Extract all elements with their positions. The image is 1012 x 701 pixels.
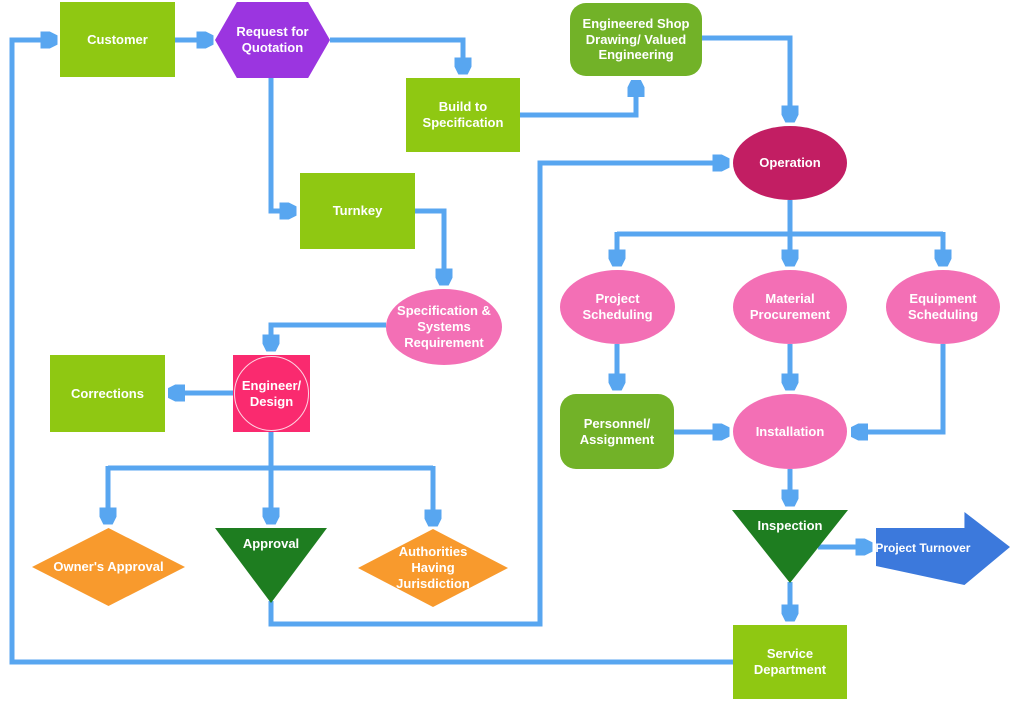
request-for-quotation-label: Request for Quotation <box>236 24 309 55</box>
spec-systems-label: Specification & Systems Requirement <box>397 303 491 350</box>
equipment-scheduling-shape <box>886 270 1000 344</box>
request-for-quotation-shape <box>215 2 330 78</box>
node-project-scheduling: Project Scheduling <box>560 270 675 344</box>
operation-label: Operation <box>759 155 821 171</box>
project-turnover-label: Project Turnover <box>875 541 971 556</box>
node-request-for-quotation: Request for Quotation <box>215 2 330 78</box>
node-personnel-assignment: Personnel/ Assignment <box>560 394 674 469</box>
engineered-shop-label: Engineered Shop Drawing/ Valued Engineer… <box>582 15 690 63</box>
owners-approval-label: Owner's Approval <box>53 559 164 575</box>
node-engineer-design: Engineer/ Design <box>233 355 310 432</box>
node-inspection: Inspection <box>732 510 848 583</box>
connector-build-to-engineered <box>520 84 636 118</box>
node-corrections: Corrections <box>50 355 165 432</box>
turnkey-shape <box>300 173 415 249</box>
connector-service-to-customer <box>9 40 733 665</box>
spec-systems-shape <box>386 289 502 365</box>
customer-shape <box>60 2 175 77</box>
node-installation: Installation <box>733 394 847 469</box>
node-approval: Approval <box>215 528 327 603</box>
node-project-turnover: Project Turnover <box>875 512 1010 585</box>
node-service-department: Service Department <box>733 625 847 699</box>
node-turnkey: Turnkey <box>300 173 415 249</box>
connector-turnkey-to-spec <box>415 208 444 281</box>
engineer-design-circle-outline <box>234 356 309 431</box>
engineered-shop-shape <box>570 3 702 76</box>
service-department-label: Service Department <box>753 646 827 677</box>
project-scheduling-label: Project Scheduling <box>582 291 653 322</box>
connector-approval-to-operation <box>268 163 725 627</box>
personnel-assignment-shape <box>560 394 674 469</box>
installation-shape <box>733 394 847 469</box>
node-owners-approval: Owner's Approval <box>32 528 185 606</box>
node-material-procurement: Material Procurement <box>733 270 847 344</box>
installation-label: Installation <box>755 423 825 439</box>
turnkey-label: Turnkey <box>332 203 383 219</box>
engineer-design-label: Engineer/ Design <box>241 377 302 409</box>
node-operation: Operation <box>733 126 847 200</box>
material-procurement-shape <box>733 270 847 344</box>
service-department-shape <box>733 625 847 699</box>
node-customer: Customer <box>60 2 175 77</box>
node-equipment-scheduling: Equipment Scheduling <box>886 270 1000 344</box>
node-authorities: Authorities Having Jurisdiction <box>358 529 508 607</box>
corrections-label: Corrections <box>71 385 144 401</box>
node-spec-systems: Specification & Systems Requirement <box>386 289 502 365</box>
connector-rfq-to-build <box>330 37 463 70</box>
connector-spec-to-engineer <box>271 322 386 347</box>
node-engineered-shop: Engineered Shop Drawing/ Valued Engineer… <box>570 3 702 76</box>
operation-shape <box>733 126 847 200</box>
corrections-shape <box>50 355 165 432</box>
inspection-label: Inspection <box>757 518 823 533</box>
authorities-label: Authorities Having Jurisdiction <box>396 544 470 591</box>
build-to-specification-shape <box>406 78 520 152</box>
connector-rfq-to-turnkey <box>268 77 292 211</box>
personnel-assignment-label: Personnel/ Assignment <box>579 415 655 447</box>
connector-equipment-to-installation <box>855 344 946 432</box>
approval-label: Approval <box>242 536 300 551</box>
node-build-to-specification: Build to Specification <box>406 78 520 152</box>
equipment-scheduling-label: Equipment Scheduling <box>907 291 979 322</box>
customer-label: Customer <box>87 31 148 47</box>
material-procurement-label: Material Procurement <box>749 291 831 322</box>
connector-engineered-to-operation <box>702 35 790 118</box>
project-scheduling-shape <box>560 270 675 344</box>
build-to-specification-label: Build to Specification <box>422 99 504 130</box>
